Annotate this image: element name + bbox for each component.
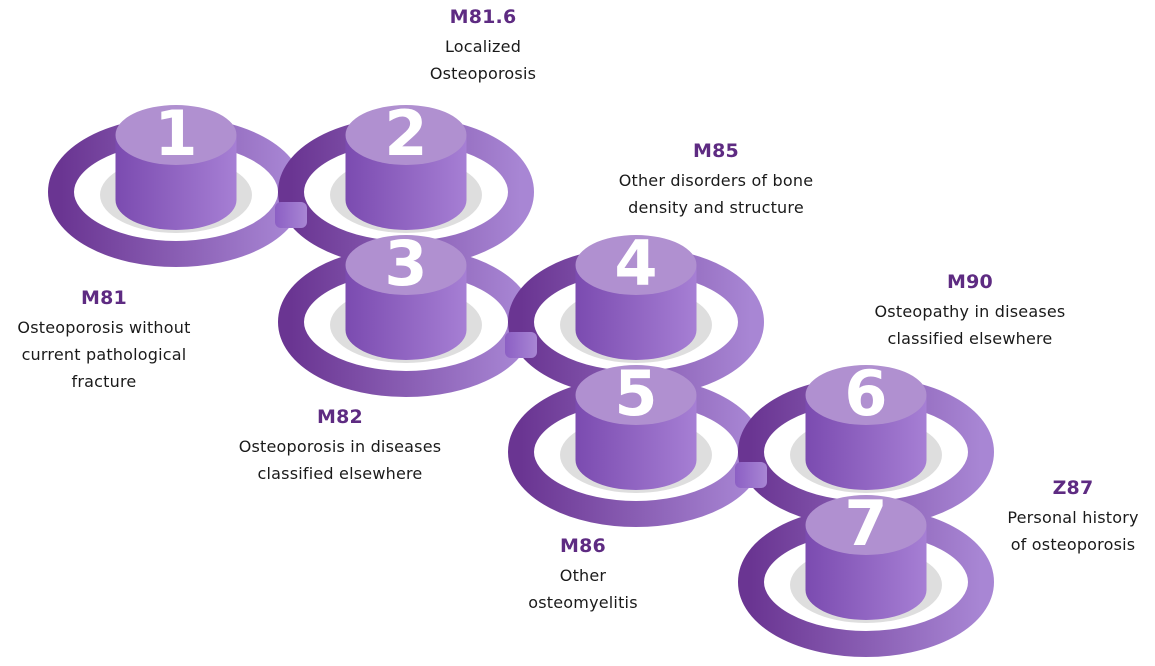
- step-2-description: Localized Osteoporosis: [429, 37, 537, 83]
- step-cylinder-4: 4: [560, 227, 712, 363]
- step-number: 5: [614, 357, 657, 430]
- step-cylinder-2: 2: [330, 97, 482, 233]
- step-cylinder-7: 7: [790, 487, 942, 623]
- cylinder-top: [575, 365, 697, 425]
- step-1-description: Osteoporosis without current pathologica…: [17, 318, 191, 391]
- step-5-description: Other osteomyelitis: [528, 566, 638, 612]
- cylinder-top: [805, 365, 927, 425]
- step-1-code: M81: [81, 287, 127, 309]
- step-number: 4: [614, 227, 657, 300]
- step-6-description: Osteopathy in diseases classified elsewh…: [874, 302, 1066, 348]
- step-1-label: M81 Osteoporosis without current patholo…: [0, 284, 208, 395]
- cylinder-top: [345, 235, 467, 295]
- step-5-code: M86: [560, 535, 606, 557]
- step-5-label: M86 Other osteomyelitis: [488, 532, 678, 616]
- step-4-code: M85: [693, 140, 739, 162]
- step-6-code: M90: [947, 271, 993, 293]
- cylinder-top: [115, 105, 237, 165]
- step-3-label: M82 Osteoporosis in diseases classified …: [215, 403, 465, 487]
- step-number: 3: [384, 227, 427, 300]
- step-3-description: Osteoporosis in diseases classified else…: [238, 437, 442, 483]
- step-number: 7: [844, 487, 887, 560]
- step-4-label: M85 Other disorders of bone density and …: [596, 137, 836, 221]
- step-7-label: Z87 Personal history of osteoporosis: [992, 474, 1154, 558]
- step-2-code: M81.6: [449, 6, 517, 28]
- step-4-description: Other disorders of bone density and stru…: [618, 171, 814, 217]
- step-cylinder-1: 1: [100, 97, 252, 233]
- cylinder-top: [345, 105, 467, 165]
- step-number: 2: [384, 97, 427, 170]
- step-6-label: M90 Osteopathy in diseases classified el…: [852, 268, 1088, 352]
- step-3-code: M82: [317, 406, 363, 428]
- ring-connector-5: [735, 462, 767, 488]
- cylinder-top: [575, 235, 697, 295]
- step-number: 6: [844, 357, 887, 430]
- step-cylinder-5: 5: [560, 357, 712, 493]
- ring-connector-1: [275, 202, 307, 228]
- step-2-label: M81.6 Localized Osteoporosis: [383, 3, 583, 87]
- step-7-description: Personal history of osteoporosis: [1007, 508, 1139, 554]
- step-number: 1: [154, 97, 197, 170]
- step-cylinder-6: 6: [790, 357, 942, 493]
- ring-connector-3: [505, 332, 537, 358]
- cylinder-top: [805, 495, 927, 555]
- step-cylinders: 1 2 3 4 5 6 7: [100, 97, 942, 623]
- step-7-code: Z87: [1052, 477, 1094, 499]
- step-cylinder-3: 3: [330, 227, 482, 363]
